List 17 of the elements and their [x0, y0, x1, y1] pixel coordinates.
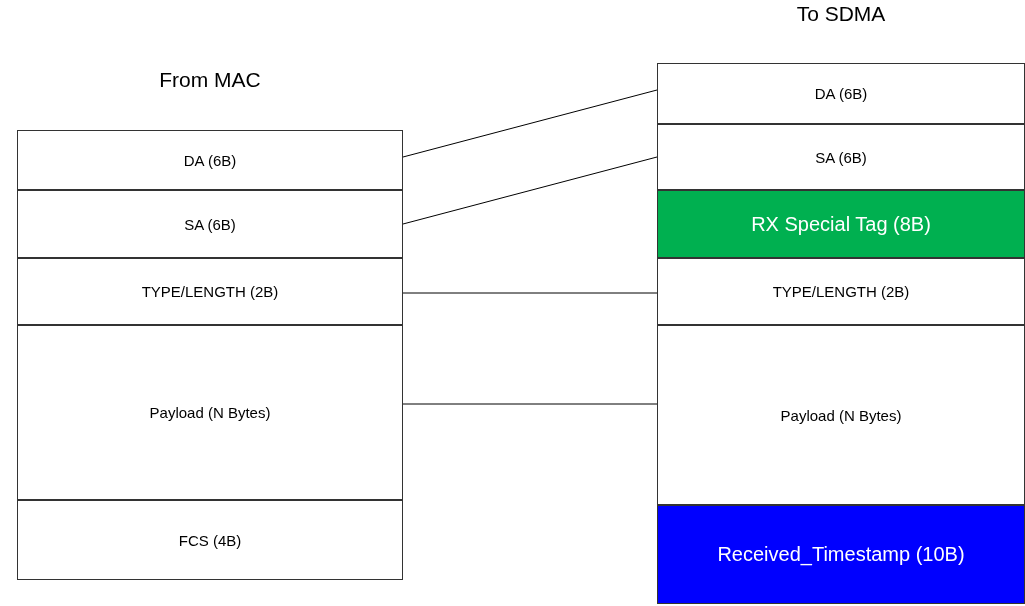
frame-field: SA (6B) [17, 190, 403, 258]
frame-field: RX Special Tag (8B) [657, 190, 1025, 258]
frame-field: Received_Timestamp (10B) [657, 505, 1025, 604]
connector-line [402, 292, 658, 294]
frame-field: Payload (N Bytes) [657, 325, 1025, 505]
frame-field: SA (6B) [657, 124, 1025, 190]
frame-field: TYPE/LENGTH (2B) [17, 258, 403, 325]
frame-field: DA (6B) [17, 130, 403, 190]
connector-line [402, 89, 658, 158]
frame-field: FCS (4B) [17, 500, 403, 580]
frame-field: Payload (N Bytes) [17, 325, 403, 500]
connector-line [402, 403, 658, 405]
frame-field: DA (6B) [657, 63, 1025, 124]
frame-field: TYPE/LENGTH (2B) [657, 258, 1025, 325]
column-heading: From MAC [158, 68, 262, 92]
connector-line [402, 156, 658, 225]
column-heading: To SDMA [795, 2, 887, 26]
